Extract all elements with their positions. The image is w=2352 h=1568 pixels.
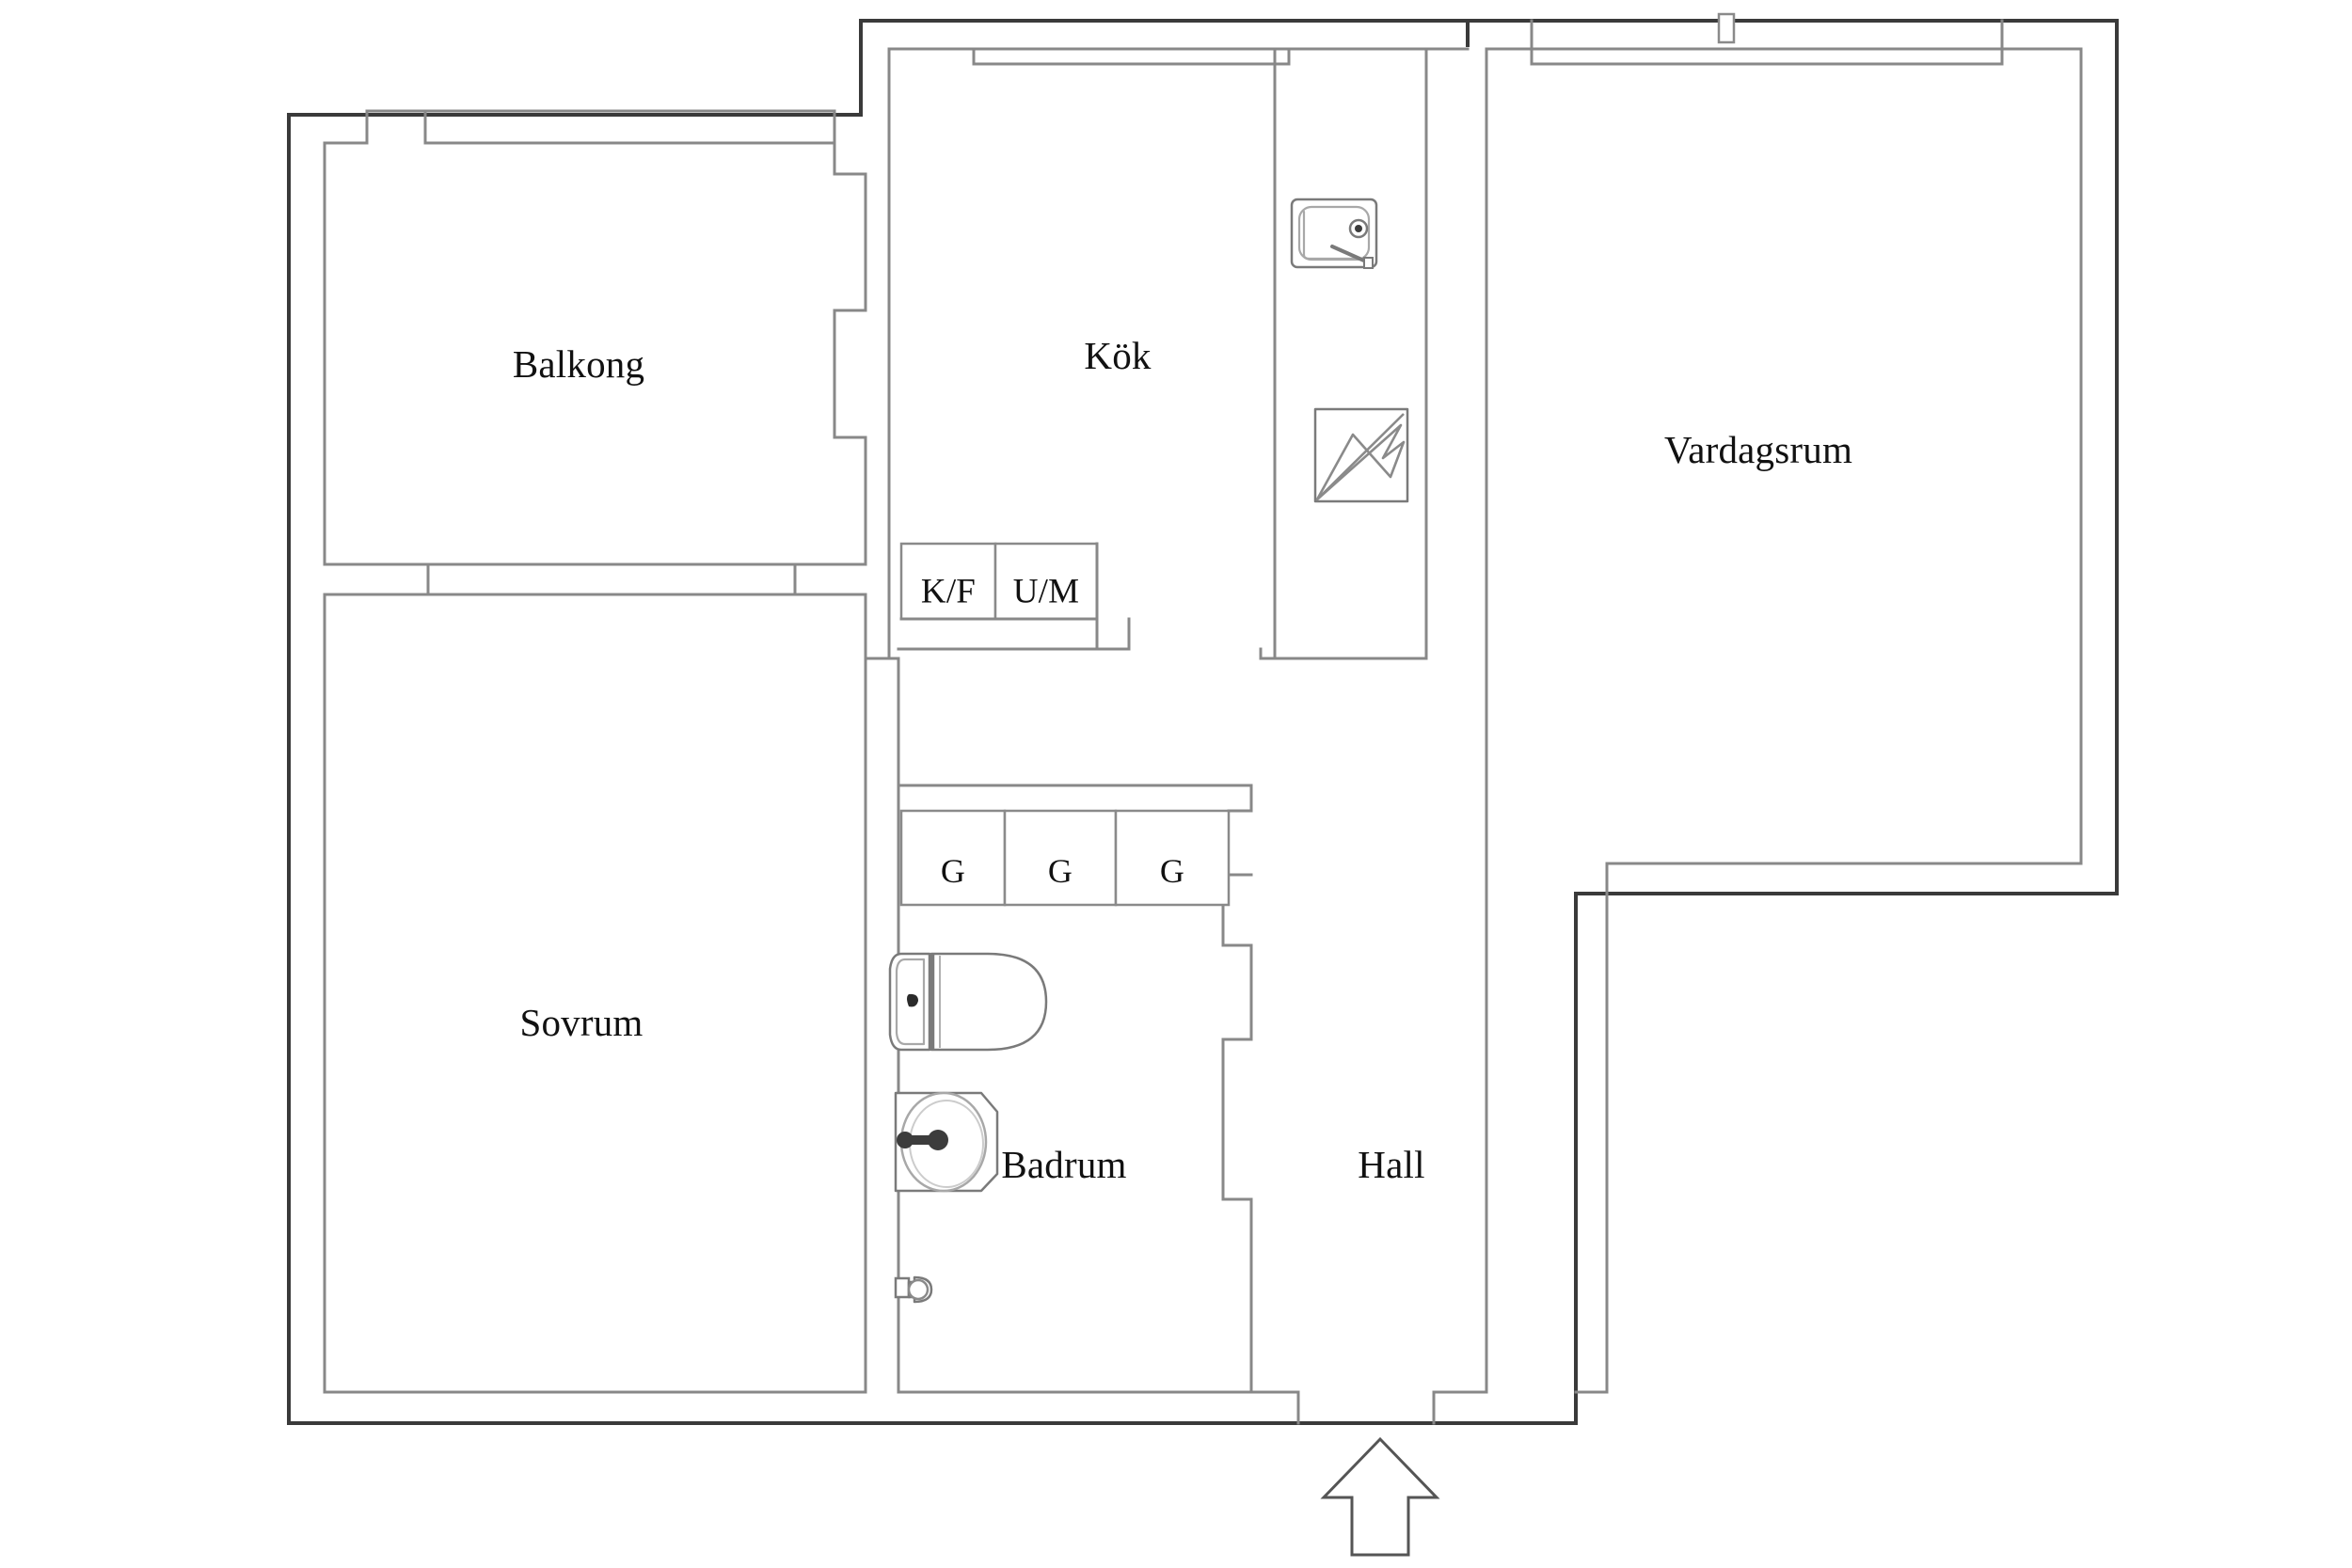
entrance-arrow: [1320, 1436, 1440, 1557]
wardrobe-label-2: G: [1047, 852, 1073, 890]
room-label-kok: Kök: [1084, 334, 1152, 377]
living-window-marker: [1717, 12, 1736, 44]
inner-wall-faces: [323, 12, 2083, 1425]
room-label-badrum: Badrum: [1001, 1143, 1127, 1186]
wardrobe-box-3[interactable]: [1114, 809, 1231, 907]
balcony-south-rail: [426, 562, 797, 596]
wardrobe-label-3: G: [1159, 852, 1185, 890]
room-label-hall: Hall: [1358, 1143, 1425, 1186]
kitchen-appliance-boxes: [897, 542, 1131, 651]
kitchen-counter-run: [897, 617, 1099, 651]
wardrobe-box-1[interactable]: [899, 809, 1007, 907]
floor-drain-icon: [894, 1275, 933, 1304]
toilet-icon: [888, 952, 1048, 1052]
appliance-label-kf: K/F: [920, 572, 977, 611]
room-label-vardagsrum: Vardagsrum: [1663, 428, 1853, 471]
outer-wall-envelope: [287, 19, 2119, 1425]
wardrobe-boxes: [899, 809, 1231, 907]
wall-living-step-south: [1574, 892, 2119, 1425]
room-label-sovrum: Sovrum: [519, 1001, 644, 1044]
kitchen-inner-sw-corner: [887, 619, 900, 660]
wall-kitchen-north-jog: [859, 19, 1470, 117]
wardrobe-box-2[interactable]: [1003, 809, 1118, 907]
appliance-box-kf[interactable]: [899, 542, 997, 621]
wardrobe-label-1: G: [940, 852, 966, 890]
appliance-label-um: U/M: [1012, 572, 1080, 611]
appliance-box-um[interactable]: [993, 542, 1099, 621]
sink-icon: [1290, 198, 1378, 269]
washbasin-icon: [894, 1091, 999, 1193]
stove-icon: [1313, 407, 1409, 503]
wall-living-north-east: [1466, 19, 2119, 895]
room-label-balkong: Balkong: [512, 342, 645, 386]
